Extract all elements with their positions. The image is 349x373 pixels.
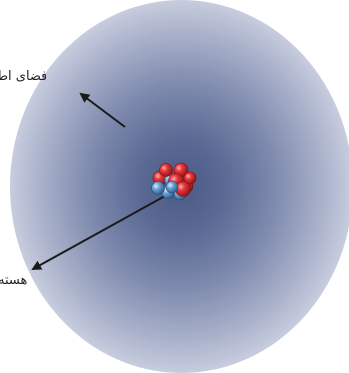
nucleus-arrow xyxy=(33,196,165,269)
nucleus xyxy=(152,163,197,200)
neutron-particle xyxy=(166,181,178,193)
neutron-particle xyxy=(152,182,165,195)
orbital-space-arrow xyxy=(81,94,125,127)
proton-particle xyxy=(160,164,173,177)
